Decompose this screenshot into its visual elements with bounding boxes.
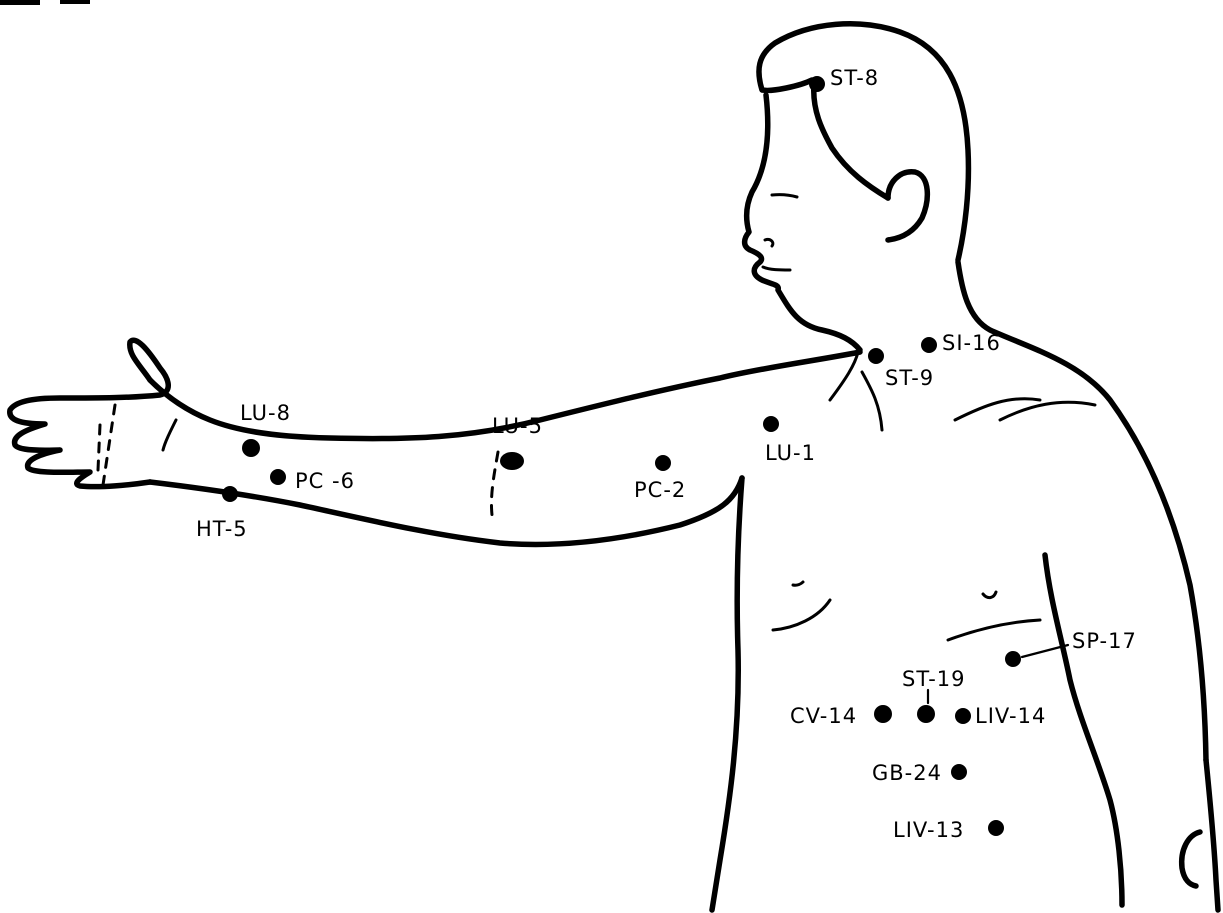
point-liv14 (955, 708, 971, 724)
point-liv13 (988, 820, 1004, 836)
label-si16: SI-16 (942, 331, 1001, 355)
point-st9 (868, 348, 884, 364)
acupuncture-points: ST-8 SI-16 ST-9 LU-8 PC -6 HT-5 LU-5 PC-… (196, 66, 1137, 842)
label-pc6: PC -6 (295, 469, 355, 493)
temple-line (814, 84, 888, 198)
point-gb24 (951, 764, 967, 780)
label-lu5: LU-5 (492, 414, 543, 438)
eye (772, 195, 797, 197)
chest-line-right (1000, 402, 1095, 420)
neck-muscle (862, 372, 882, 430)
label-lu1: LU-1 (765, 441, 816, 465)
point-lu1 (763, 416, 779, 432)
right-pec-line (948, 620, 1040, 640)
point-ht5 (222, 486, 238, 502)
wrist-crease-1 (103, 405, 115, 485)
point-pc6 (270, 469, 286, 485)
label-st9: ST-9 (885, 366, 934, 390)
nostril (765, 239, 773, 246)
point-si16 (921, 337, 937, 353)
elbow-mark (1182, 832, 1200, 886)
point-st19 (917, 705, 935, 723)
label-liv14: LIV-14 (975, 704, 1046, 728)
point-cv14 (874, 705, 892, 723)
point-sp17 (1005, 651, 1021, 667)
top-border-left (0, 0, 40, 5)
torso-right-side (1045, 555, 1122, 905)
left-pec-line (773, 600, 830, 630)
point-lu5 (500, 452, 524, 470)
hair-outline (759, 24, 969, 260)
label-st19: ST-19 (902, 667, 966, 691)
point-st8 (809, 76, 825, 92)
right-arm-edge (1206, 760, 1218, 910)
label-ht5: HT-5 (196, 517, 248, 541)
label-cv14: CV-14 (790, 704, 857, 728)
label-liv13: LIV-13 (893, 818, 964, 842)
thumb-crease (163, 420, 176, 450)
right-nipple (983, 592, 996, 598)
hand (10, 340, 168, 486)
body-outline (10, 24, 1218, 910)
point-lu8 (242, 439, 260, 457)
label-lu8: LU-8 (240, 401, 291, 425)
label-st8: ST-8 (830, 66, 879, 90)
point-pc2 (655, 455, 671, 471)
wrist-crease-2 (98, 425, 100, 470)
top-border-right (60, 0, 90, 4)
torso-left-side (712, 478, 742, 910)
face-profile (745, 95, 860, 350)
ear (888, 172, 927, 240)
left-nipple (793, 582, 803, 585)
label-pc2: PC-2 (634, 478, 686, 502)
label-gb24: GB-24 (872, 761, 942, 785)
label-sp17: SP-17 (1072, 629, 1137, 653)
mouth-line (763, 267, 790, 270)
elbow-crease (491, 452, 498, 515)
